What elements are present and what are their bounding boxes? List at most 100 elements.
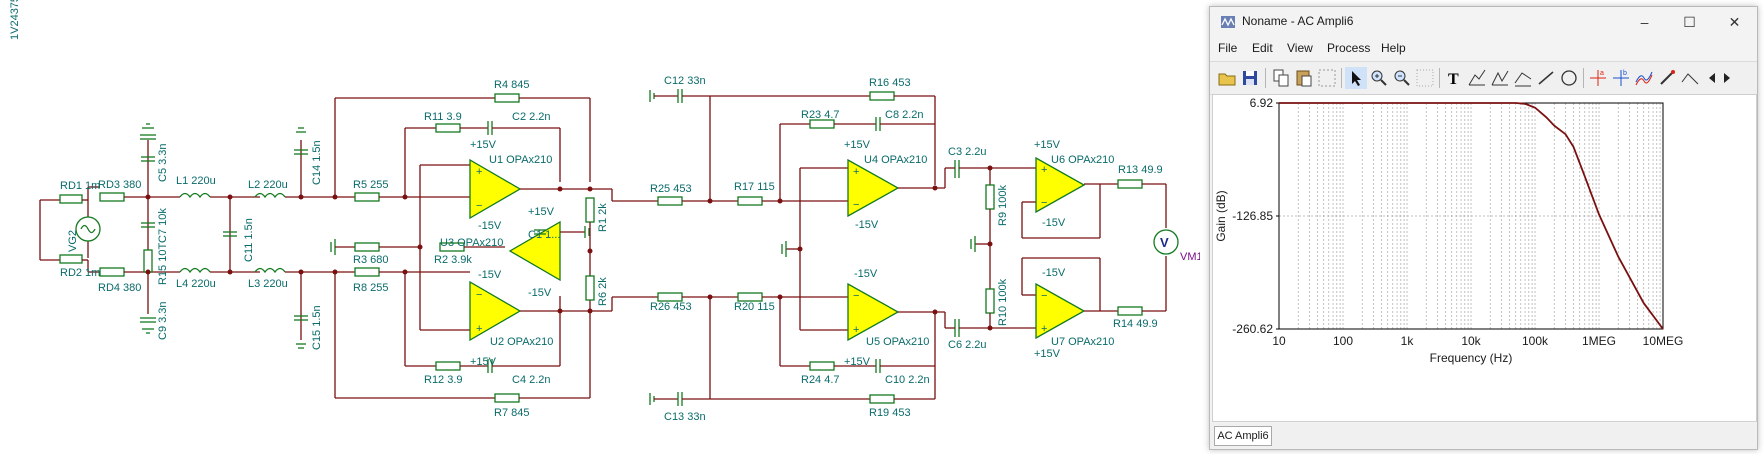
- svg-text:+: +: [1041, 323, 1047, 335]
- rail-U1-neg: -15V: [478, 220, 502, 232]
- x-axis-label: Frequency (Hz): [1430, 351, 1513, 365]
- x-tick-label: 10k: [1461, 334, 1481, 348]
- label-U6: U6 OPAx210: [1051, 154, 1114, 166]
- resistor-R13: [1117, 179, 1143, 189]
- resistor-R20: [737, 292, 763, 302]
- app-window[interactable]: Noname - AC Ampli6 – ☐ ✕ File Edit View …: [1209, 6, 1758, 450]
- rail-U1-pos: +15V: [470, 139, 497, 151]
- tangent-icon[interactable]: [1679, 67, 1701, 89]
- open-icon[interactable]: [1216, 67, 1238, 89]
- opamp-U5[interactable]: [847, 282, 900, 342]
- label-U5: U5 OPAx210: [866, 336, 929, 348]
- close-button[interactable]: ✕: [1728, 14, 1741, 30]
- rail-U4-pos: +15V: [844, 139, 871, 151]
- label-R9: R9 100k: [997, 185, 1009, 226]
- rail-U3-pos: +15V: [528, 206, 555, 218]
- label-VM1: VM1: [1180, 251, 1200, 263]
- marker-b-icon[interactable]: b: [1610, 67, 1632, 89]
- resistor-R19: [869, 394, 895, 404]
- paste-icon[interactable]: [1293, 67, 1315, 89]
- label-R1: R1 2k: [597, 203, 609, 232]
- menu-file[interactable]: File: [1218, 41, 1238, 55]
- label-C7: C7 10k: [157, 208, 169, 243]
- hatch-icon[interactable]: [1414, 67, 1436, 89]
- title-bar[interactable]: Noname - AC Ampli6 – ☐ ✕: [1210, 7, 1757, 37]
- resistor-R24: [809, 361, 835, 371]
- rail-U5-pos: +15V: [844, 356, 871, 368]
- text-icon[interactable]: T: [1443, 67, 1465, 89]
- shunt-column-1: [140, 123, 156, 334]
- curve-icon[interactable]: [1633, 67, 1655, 89]
- label-R13: R13 49.9: [1118, 164, 1163, 176]
- save-icon[interactable]: [1239, 67, 1261, 89]
- rail-U2-pos: +15V: [470, 356, 497, 368]
- gain-curve: [1279, 102, 1664, 330]
- x-tick-label: 1k: [1401, 334, 1415, 348]
- voltmeter-VM1[interactable]: [1153, 229, 1179, 255]
- resistor-R25: [657, 196, 683, 206]
- label-R6: R6 2k: [597, 277, 609, 306]
- y-tick-label: 6.92: [1250, 96, 1274, 110]
- tab-ac-ampli6[interactable]: AC Ampli6: [1214, 426, 1272, 446]
- svg-text:a: a: [1600, 70, 1604, 77]
- label-C5: C5 3.3n: [157, 143, 169, 182]
- menu-edit[interactable]: Edit: [1252, 41, 1273, 55]
- label-R5: R5 255: [353, 179, 388, 191]
- label-RD4: RD4 380: [98, 282, 141, 294]
- label-C6: C6 2.2u: [948, 339, 987, 351]
- svg-text:−: −: [1041, 197, 1047, 209]
- opamp-U4[interactable]: [847, 158, 900, 218]
- marker-a-icon[interactable]: a: [1587, 67, 1609, 89]
- cursor-b-icon[interactable]: [1489, 67, 1511, 89]
- zoom-out-icon[interactable]: [1391, 67, 1413, 89]
- resistor-R14: [1117, 306, 1143, 316]
- grid-icon[interactable]: [1316, 67, 1338, 89]
- opamp-U7[interactable]: [1035, 282, 1086, 340]
- resistor-R12: [435, 361, 461, 371]
- label-R24: R24 4.7: [801, 374, 840, 386]
- axis-icon[interactable]: [1512, 67, 1534, 89]
- x-tick-label: 10: [1272, 334, 1286, 348]
- svg-text:+: +: [1041, 164, 1047, 176]
- label-C2: C2 2.2n: [512, 111, 551, 123]
- pointer-icon[interactable]: [1345, 67, 1367, 89]
- opamp-U3[interactable]: [508, 220, 561, 282]
- label-RD3: RD3 380: [98, 179, 141, 191]
- label-C12: C12 33n: [664, 75, 706, 87]
- opamp-U2[interactable]: [469, 280, 522, 342]
- rail-U6-pos: +15V: [1034, 139, 1061, 151]
- copy-icon[interactable]: [1270, 67, 1292, 89]
- label-R23: R23 4.7: [801, 109, 840, 121]
- opamp-U6[interactable]: [1035, 156, 1086, 214]
- label-R14: R14 49.9: [1113, 318, 1158, 330]
- line-icon[interactable]: [1535, 67, 1557, 89]
- scroll-left-icon[interactable]: [1706, 67, 1718, 89]
- label-R16: R16 453: [869, 77, 911, 89]
- circle-icon[interactable]: [1558, 67, 1580, 89]
- rail-U4-neg: -15V: [855, 219, 879, 231]
- opamp-U1[interactable]: [469, 158, 522, 220]
- menu-process[interactable]: Process: [1327, 41, 1371, 55]
- inductor-L4: [179, 267, 211, 274]
- resistor-R10: [985, 288, 995, 314]
- menu-view[interactable]: View: [1287, 41, 1313, 55]
- cursor-a-icon[interactable]: [1466, 67, 1488, 89]
- label-L2: L2 220u: [248, 179, 288, 191]
- label-R17: R17 115: [734, 181, 775, 193]
- maximize-button[interactable]: ☐: [1683, 14, 1696, 30]
- menu-help[interactable]: Help: [1381, 41, 1406, 55]
- zoom-in-icon[interactable]: [1368, 67, 1390, 89]
- resistor-R17: [737, 196, 763, 206]
- label-R25: R25 453: [650, 183, 692, 195]
- label-L1: L1 220u: [176, 175, 216, 187]
- minimize-button[interactable]: –: [1640, 14, 1649, 30]
- label-C1: C1 1...: [528, 229, 560, 241]
- voltmeter-symbol-icon: V: [1160, 235, 1169, 250]
- label-U4: U4 OPAx210: [864, 154, 927, 166]
- pen-icon[interactable]: [1656, 67, 1678, 89]
- x-tick-label: 1MEG: [1582, 334, 1616, 348]
- circuit-schematic[interactable]: RD1 1m RD2 1m VG2 1V24375 RD3 380 RD4 38…: [0, 0, 1200, 454]
- scroll-right-icon[interactable]: [1721, 67, 1733, 89]
